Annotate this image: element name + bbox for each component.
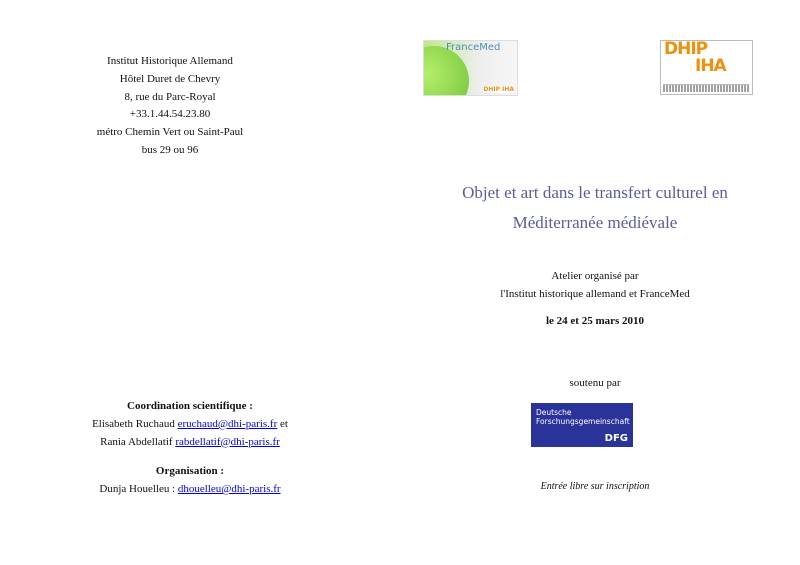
contact-name: Elisabeth Ruchaud [92,417,175,430]
address-line: métro Chemin Vert ou Saint-Paul [96,126,244,139]
francemed-badge: DHIP IHA [483,86,514,93]
organizer-text: Atelier organisé par l'Institut historiq… [430,268,760,304]
dhi-logo-subtitle [663,84,749,92]
title-line: Objet et art dans le transfert culturel … [462,183,728,202]
event-date: le 24 et 25 mars 2010 [545,315,645,327]
dhip-iha-logo: DHIP IHA [660,40,753,95]
dhi-logo-text-2: IHA [695,56,727,76]
contacts-block: Coordination scientifique : Elisabeth Ru… [60,398,320,499]
dfg-name: Deutsche Forschungsgemeinschaft [536,408,630,426]
dfg-mark: DFG [604,433,628,444]
organizer-line: l'Institut historique allemand et France… [500,287,690,300]
event-title: Objet et art dans le transfert culturel … [410,178,780,238]
contact-name: Dunja Houelleu : [99,483,176,496]
address-line: Institut Historique Allemand [107,55,233,67]
supported-by-label: soutenu par [569,377,621,389]
address-line: 8, rue du Parc-Royal [124,90,216,103]
address-line: bus 29 ou 96 [141,143,199,156]
francemed-logo-text: FranceMed [446,42,501,53]
admission-note: Entrée libre sur inscription [540,481,650,492]
contact-name: Rania Abdellatif [100,435,173,448]
email-link[interactable]: eruchaud@dhi-paris.fr [177,417,278,430]
organisation-heading: Organisation : [155,465,225,478]
organizer-line: Atelier organisé par [551,270,639,282]
title-line: Méditerranée médiévale [512,213,678,232]
francemed-logo: FranceMed DHIP IHA [423,40,518,96]
dhi-logo-text-1: DHIP [664,39,708,59]
address-line: +33.1.44.54.23.80 [129,108,211,121]
dfg-logo: Deutsche Forschungsgemeinschaft DFG [531,403,633,447]
email-link[interactable]: dhouelleu@dhi-paris.fr [177,483,281,496]
joiner-text: et [279,417,288,430]
globe-icon [424,46,469,95]
address-line: Hôtel Duret de Chevry [119,72,221,85]
coordination-heading: Coordination scientifique : [127,400,253,412]
email-link[interactable]: rabdellatif@dhi-paris.fr [175,435,280,448]
address-block: Institut Historique Allemand Hôtel Duret… [70,53,270,160]
